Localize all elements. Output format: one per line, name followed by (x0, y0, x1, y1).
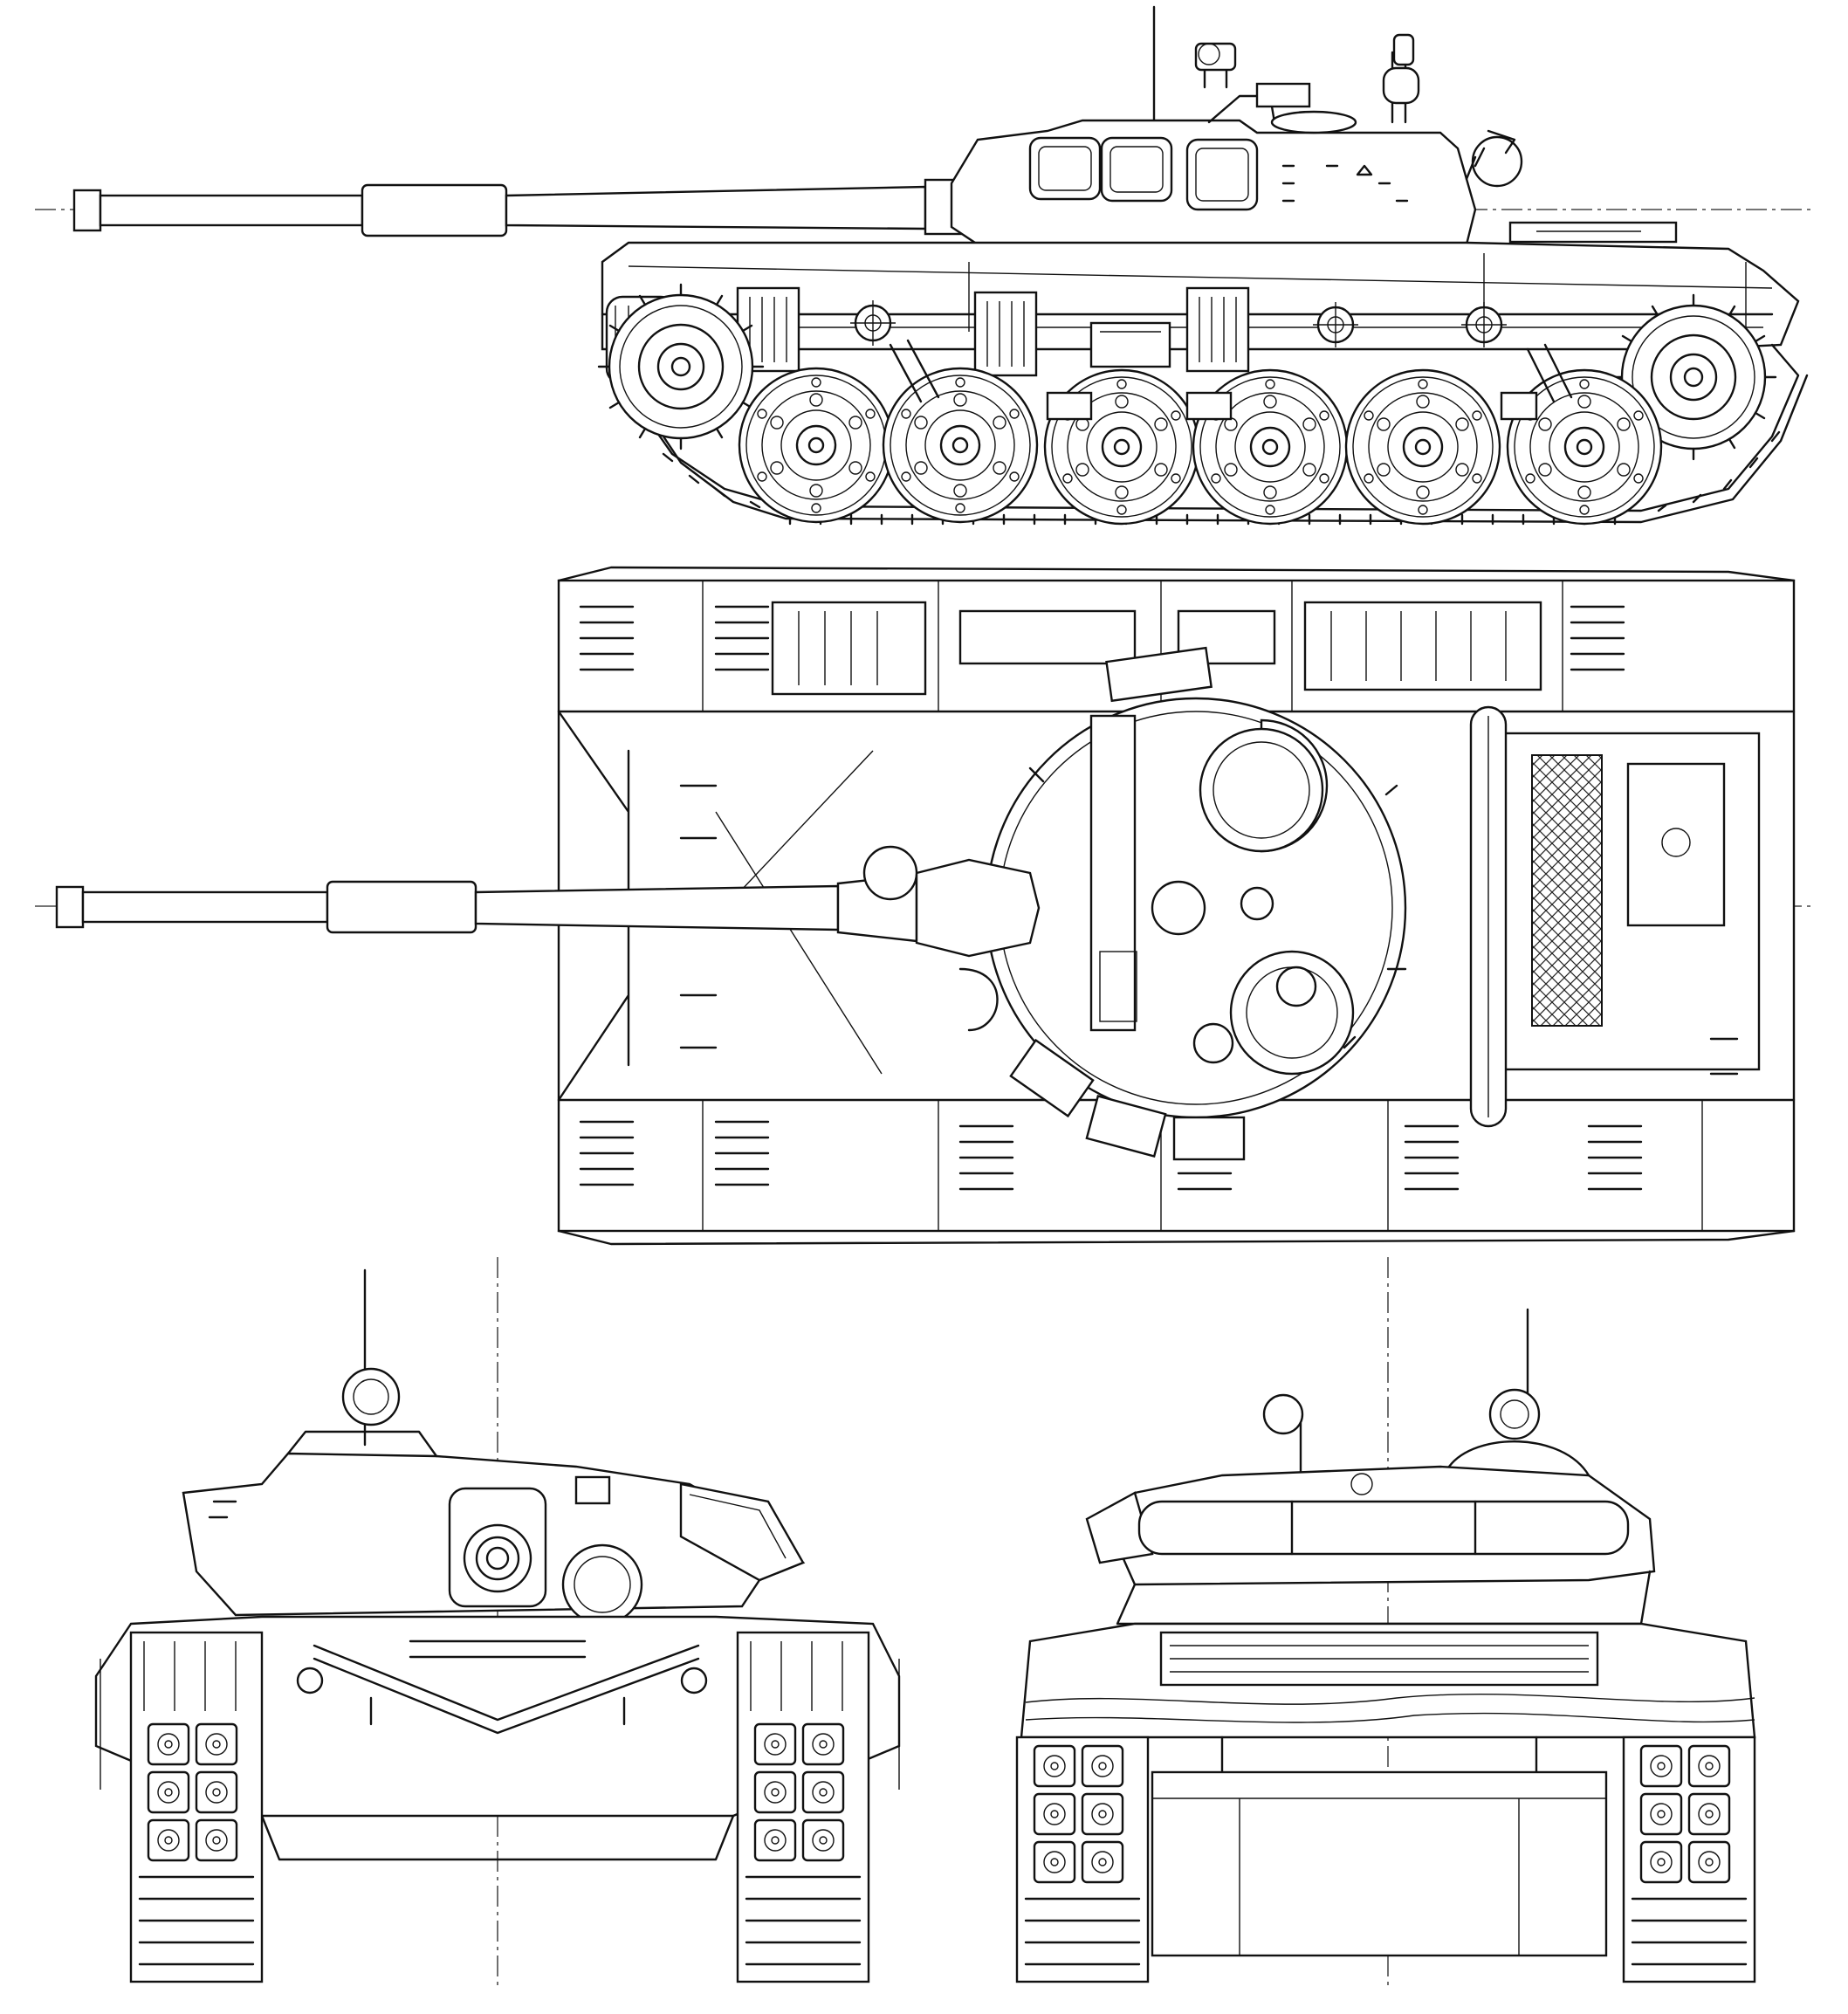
side-hull (601, 221, 1800, 386)
side-running-gear (597, 283, 1809, 526)
rear-lower-plate (1151, 1770, 1608, 1957)
rear-tracks (1015, 1736, 1756, 1983)
front-view (94, 1257, 901, 1990)
rear-view (1015, 1257, 1756, 1990)
top-main-gun (55, 845, 1041, 1032)
top-turret (985, 646, 1407, 1161)
side-view (35, 5, 1816, 526)
side-turret (950, 33, 1523, 246)
side-main-gun (72, 178, 988, 237)
top-view (35, 566, 1816, 1246)
rear-storage-bin (1137, 1500, 1630, 1556)
front-tracks (129, 1631, 870, 1983)
